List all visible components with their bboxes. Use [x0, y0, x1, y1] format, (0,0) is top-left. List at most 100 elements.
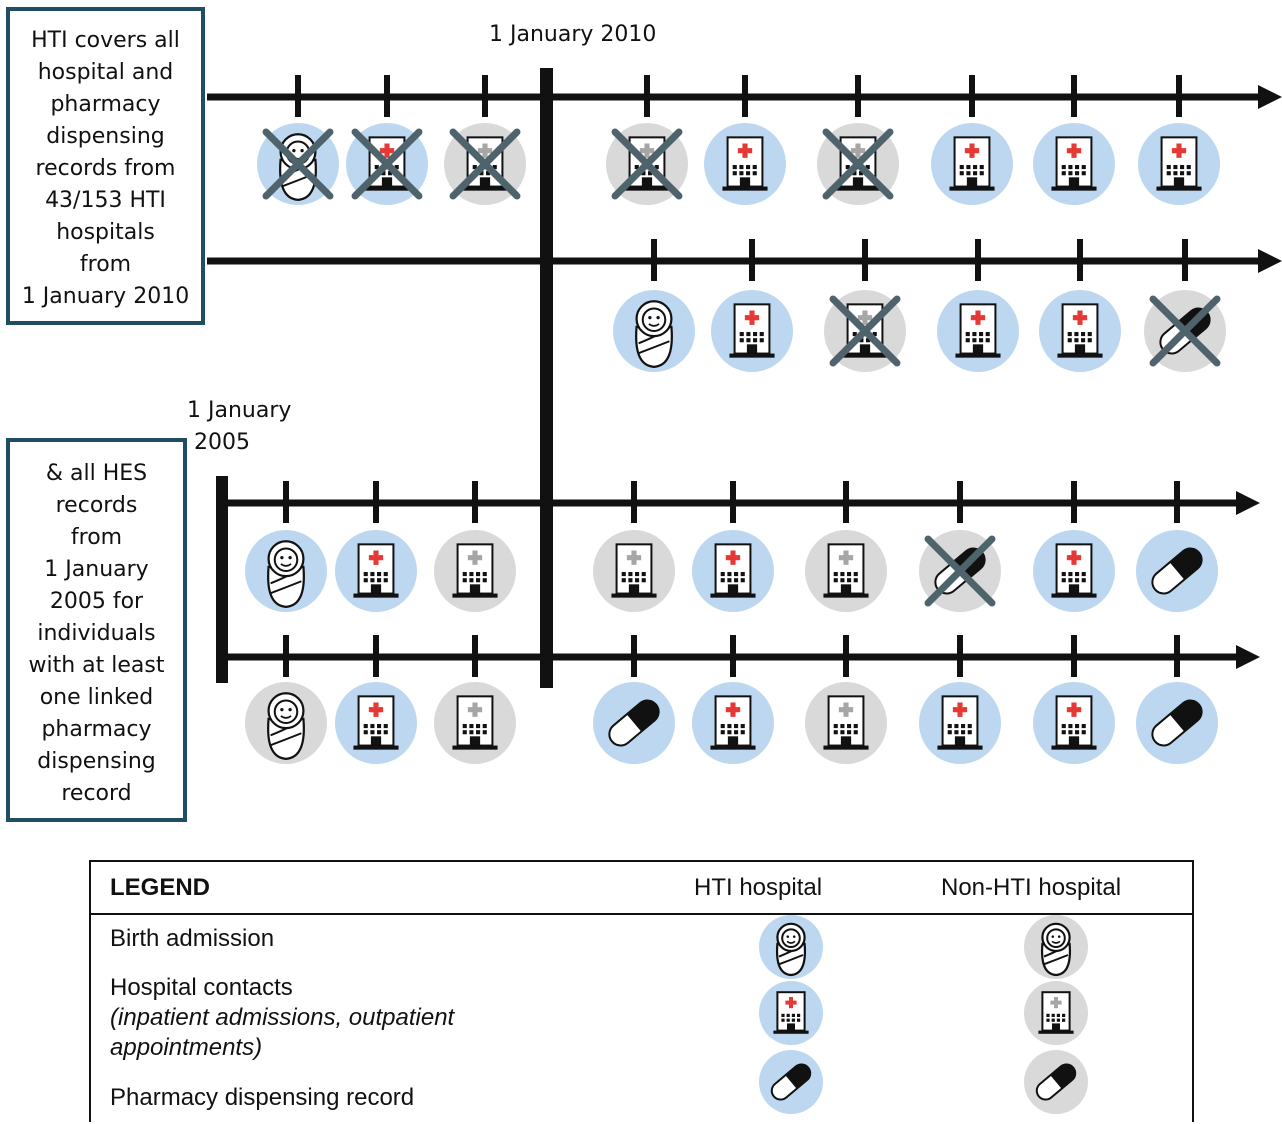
pill-icon [770, 1063, 812, 1101]
timeline-event [805, 530, 887, 612]
hti-box-line: dispensing [46, 124, 165, 149]
timeline-event [692, 682, 774, 764]
hes-box-line: individuals [37, 621, 156, 646]
timeline-event [704, 123, 786, 205]
hospital-icon [452, 695, 498, 750]
legend-row-hospital-sub1: (inpatient admissions, outpatient [110, 1004, 455, 1031]
excluded-cross-icon [1149, 295, 1221, 367]
hospital-icon [710, 695, 756, 750]
timeline-event [593, 530, 675, 612]
hti-box-line: records from [35, 156, 176, 181]
excluded-cross-icon [822, 128, 894, 200]
legend-row-hospital-label: Hospital contacts (inpatient admissions,… [110, 973, 454, 1063]
hes-box-line: one linked [39, 685, 154, 710]
legend-non-hti-pill [1024, 1050, 1088, 1114]
hti-box-line: pharmacy [50, 92, 161, 117]
timeline-event [937, 290, 1019, 372]
timeline-event [1138, 123, 1220, 205]
timeline-3 [222, 481, 1260, 612]
timeline-event [434, 682, 516, 764]
timeline-event [805, 682, 887, 764]
hes-box-line: dispensing [37, 749, 156, 774]
baby-icon [267, 692, 305, 760]
timeline-event [1136, 530, 1218, 612]
timeline-event [257, 123, 339, 205]
timeline-event [824, 290, 906, 372]
hti-box-line: hospitals [56, 220, 155, 245]
legend-row-pill-label: Pharmacy dispensing record [110, 1084, 415, 1111]
hospital-icon [955, 303, 1001, 358]
baby-icon [775, 922, 807, 977]
hti-box-line: 1 January 2010 [21, 284, 190, 309]
start-2005-bar [216, 476, 228, 683]
timeline-event [1033, 682, 1115, 764]
legend-hti-hospital [759, 981, 823, 1045]
date-label-2005-line2: 2005 [194, 430, 250, 455]
hospital-icon [1057, 303, 1103, 358]
timeline-2 [207, 239, 1282, 372]
timeline-event [1033, 123, 1115, 205]
timeline-diagram [207, 68, 1282, 764]
date-label-2010: 1 January 2010 [489, 22, 657, 47]
hospital-icon [823, 695, 869, 750]
legend-title: LEGEND [110, 874, 211, 901]
timeline-event [931, 123, 1013, 205]
legend-non-hti-birth [1024, 915, 1088, 979]
legend-non-hti-hospital [1024, 981, 1088, 1045]
excluded-cross-icon [351, 128, 423, 200]
hospital-icon [452, 543, 498, 598]
timeline-event [335, 530, 417, 612]
excluded-cross-icon [924, 535, 996, 607]
timeline-4 [222, 635, 1260, 764]
hospital-icon [937, 695, 983, 750]
hospital-icon [823, 543, 869, 598]
legend-col-non-hti: Non-HTI hospital [941, 874, 1122, 901]
hospital-icon [1038, 991, 1074, 1034]
hospital-icon [949, 136, 995, 191]
timeline-event [692, 530, 774, 612]
baby-icon [1040, 922, 1072, 977]
timeline-event [1144, 290, 1226, 372]
excluded-cross-icon [829, 295, 901, 367]
excluded-cross-icon [262, 128, 334, 200]
timeline-event [919, 530, 1001, 612]
timeline-event [346, 123, 428, 205]
hes-box-line: 2005 for [49, 589, 144, 614]
timeline-event [919, 682, 1001, 764]
legend-row-birth-label: Birth admission [110, 925, 275, 952]
arrowhead-icon [1236, 645, 1260, 669]
hti-box-line: HTI covers all [31, 28, 180, 53]
hospital-icon [1156, 136, 1202, 191]
legend-header: LEGEND HTI hospital Non-HTI hospital [91, 862, 1192, 915]
legend-hti-birth [759, 915, 823, 979]
hes-box-line: record [61, 781, 132, 806]
excluded-cross-icon [449, 128, 521, 200]
hes-box-line: with at least [28, 653, 165, 678]
hospital-icon [729, 303, 775, 358]
arrowhead-icon [1258, 249, 1282, 273]
pill-icon [1151, 547, 1203, 595]
timeline-event [434, 530, 516, 612]
hes-box-line: 1 January [44, 557, 149, 582]
hospital-icon [1051, 543, 1097, 598]
hospital-icon [353, 543, 399, 598]
hti-box-line: from [79, 252, 132, 277]
hes-box-line: records [55, 493, 138, 518]
hospital-icon [773, 991, 809, 1034]
legend-row-hospital-title: Hospital contacts [110, 974, 293, 1001]
arrowhead-icon [1258, 85, 1282, 109]
timeline-event [335, 682, 417, 764]
timeline-event [444, 123, 526, 205]
timeline-event [593, 682, 675, 764]
hes-box-line: & all HES [45, 461, 148, 486]
hti-coverage-box: HTI covers all hospital and pharmacy dis… [6, 7, 205, 325]
timeline-event [613, 290, 695, 372]
date-label-2005-line1: 1 January [187, 398, 292, 423]
timeline-event [1136, 682, 1218, 764]
hes-box-line: pharmacy [41, 717, 152, 742]
start-2010-bar [540, 68, 553, 688]
legend-hti-pill [759, 1050, 823, 1114]
hti-box-line: hospital and [37, 60, 174, 85]
baby-icon [635, 300, 673, 368]
pill-icon [608, 699, 660, 747]
